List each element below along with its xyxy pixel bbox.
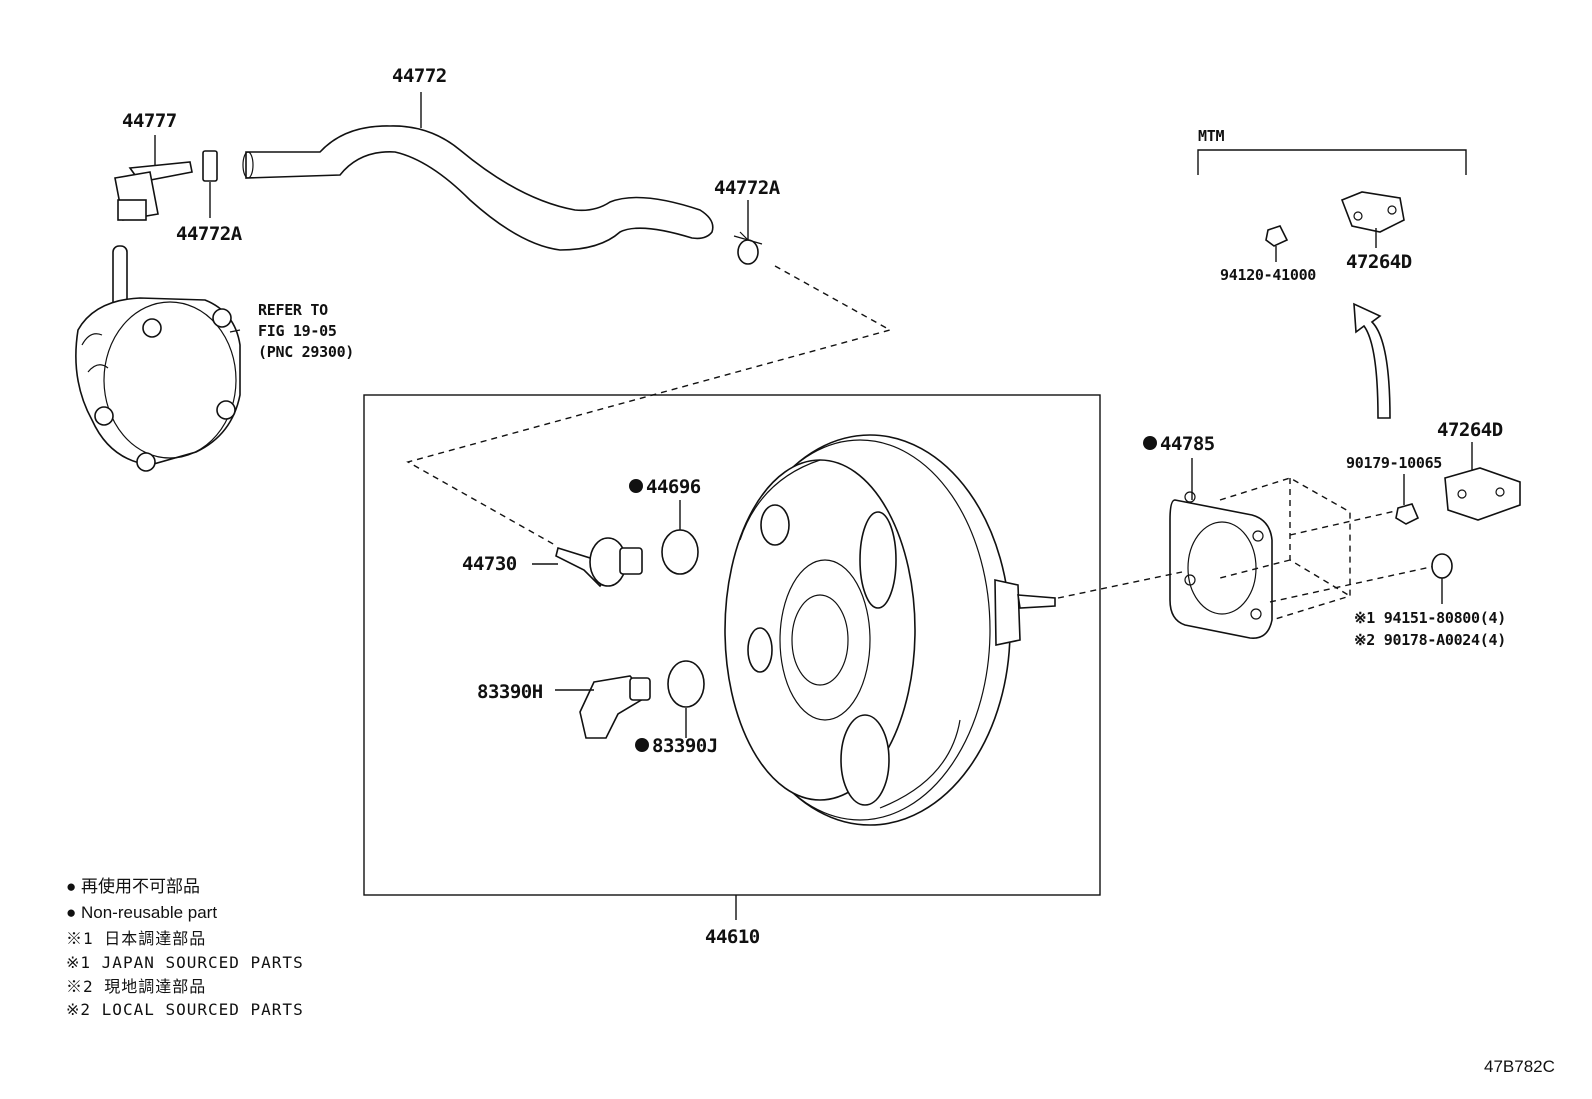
legend: ● 再使用不可部品 ● Non-reusable part ※1 日本調達部品 … — [66, 876, 304, 1019]
check-valve-44730-illustration — [555, 537, 643, 588]
label-44772: 44772 — [392, 65, 447, 87]
label-47264d-right: 47264D — [1437, 419, 1503, 441]
legend-line-4: ※1 JAPAN SOURCED PARTS — [66, 953, 304, 972]
label-94151: ※1 94151-80800(4) — [1354, 609, 1506, 627]
non-reusable-dot-44785 — [1143, 436, 1157, 450]
refer-line-3: (PNC 29300) — [258, 343, 354, 361]
nut-94151-illustration — [1431, 553, 1453, 579]
bracket-47264d-right-illustration — [1444, 467, 1521, 521]
label-83390h: 83390H — [477, 681, 543, 703]
label-83390j: 83390J — [652, 735, 718, 757]
non-reusable-dot-83390j — [635, 738, 649, 752]
refer-line-2: FIG 19-05 — [258, 322, 337, 340]
label-44772a-top: 44772A — [176, 223, 243, 245]
legend-line-5: ※2 現地調達部品 — [66, 977, 206, 996]
gasket-44785-illustration — [1169, 491, 1273, 639]
label-94120: 94120-41000 — [1220, 266, 1316, 284]
label-44730: 44730 — [462, 553, 517, 575]
refer-line-1: REFER TO — [258, 301, 328, 319]
booster-assembly-frame — [363, 394, 1101, 896]
legend-line-3: ※1 日本調達部品 — [66, 929, 206, 948]
label-44610: 44610 — [705, 926, 760, 948]
label-47264d-top: 47264D — [1346, 251, 1412, 273]
mtm-bracket-line — [1197, 149, 1467, 175]
label-44777: 44777 — [122, 110, 177, 132]
sensor-83390h-illustration — [579, 675, 651, 739]
vacuum-hose-44772-illustration — [242, 125, 714, 251]
legend-line-1: ● 再使用不可部品 — [66, 876, 200, 896]
nut-94120-illustration — [1265, 225, 1289, 247]
label-44785: 44785 — [1160, 433, 1215, 455]
connector-44777-illustration — [114, 161, 193, 221]
grommet-83390j-illustration — [667, 660, 705, 708]
nut-90179-illustration — [1395, 503, 1420, 525]
label-90179: 90179-10065 — [1346, 454, 1442, 472]
label-90178: ※2 90178-A0024(4) — [1354, 631, 1506, 649]
vacuum-pump-illustration — [75, 245, 241, 472]
brake-booster-illustration — [724, 434, 1056, 826]
label-44772a-mid: 44772A — [714, 177, 781, 199]
legend-line-2: ● Non-reusable part — [66, 903, 217, 922]
legend-line-6: ※2 LOCAL SOURCED PARTS — [66, 1000, 304, 1019]
arrow-illustration — [1353, 302, 1391, 419]
grommet-44696-illustration — [661, 529, 699, 575]
bracket-47264d-top-illustration — [1340, 191, 1405, 233]
label-mtm: MTM — [1198, 127, 1224, 145]
figure-id: 47B782C — [1484, 1057, 1555, 1076]
non-reusable-dot-44696 — [629, 479, 643, 493]
label-44696: 44696 — [646, 476, 701, 498]
clip-44772a-illustration — [202, 150, 218, 182]
